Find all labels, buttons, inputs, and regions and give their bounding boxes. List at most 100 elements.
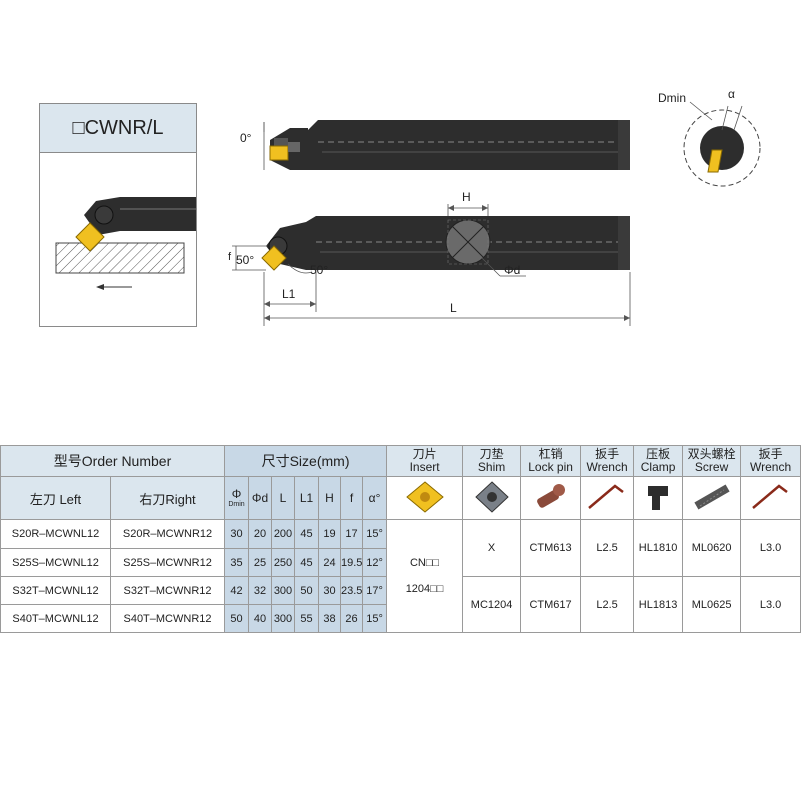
table-row: S32T–MCWNL12 S32T–MCWNR12 42 32 300 50 3… [0,576,801,633]
size-cell: 20 [248,519,272,549]
feed-arrow-icon [96,284,132,290]
l1-dimension [263,270,317,326]
lock-pin-a: CTM613 [520,519,582,577]
size-col-h: H [318,476,341,520]
size-cell: 26 [340,604,363,633]
clamp-a: HL1810 [633,519,684,577]
size-cell: 45 [294,519,319,549]
wrench2-icon [740,476,801,520]
size-cell: 55 [294,604,319,633]
clamp-icon [633,476,684,520]
side-insert-icon [261,245,287,271]
dmin-insert-icon [707,149,723,173]
phi-d-label: Φd [504,263,520,277]
top-insert-icon [269,145,289,161]
size-cell: 50 [294,576,319,605]
size-cell: 300 [271,576,295,605]
left-order: S25S–MCWNL12 [0,548,111,577]
dmin-detail: Dmin α [658,87,761,187]
l-label: L [450,301,457,315]
size-cell: 19.5 [340,548,363,577]
size-cell: 17 [340,519,363,549]
size-cell: 35 [224,548,249,577]
l-dimension [264,272,631,326]
size-col-l1: L1 [294,476,319,520]
angle-right-label: 50° [310,263,328,277]
wrench-a: L2.5 [580,519,635,577]
size-cell: 30 [224,519,249,549]
right-order: S20R–MCWNR12 [110,519,225,549]
shim-a: X [462,519,522,577]
size-col-alpha: α° [361,476,388,520]
table-row: S40T–MCWNL12 S40T–MCWNR12 50 40 300 55 3… [0,604,801,633]
size-cell: 50 [224,604,249,633]
order-number-header: 型号Order Number [0,445,225,477]
right-header: 右刀Right [110,476,225,520]
angle-top-label: 0° [240,131,252,145]
wrench2-a: L3.0 [740,519,801,577]
lock-pin-b: CTM617 [520,576,582,633]
right-order: S40T–MCWNR12 [110,604,225,633]
f-dimension [232,245,266,271]
l1-label: L1 [282,287,296,301]
type-box: □CWNR/L [39,103,197,327]
h-label: H [462,190,471,204]
size-cell: 45 [294,548,319,577]
size-cell: 200 [271,519,295,549]
workpiece [55,242,185,274]
size-cell: 250 [271,548,295,577]
clamp-b: HL1813 [633,576,684,633]
size-col-f: f [340,476,363,520]
size-cell: 12° [361,548,388,577]
left-order: S40T–MCWNL12 [0,604,111,633]
size-cell: 23.5 [340,576,363,605]
size-cell: 38 [318,604,341,633]
size-col-phid: Φd [248,476,272,520]
size-cell: 30 [318,576,341,605]
angle-left-label: 50° [236,253,254,267]
shim-b: MC1204 [462,576,522,633]
lock-pin-icon [520,476,582,520]
insert-icon [386,476,464,520]
size-col-l: L [271,476,295,520]
left-header: 左刀 Left [0,476,111,520]
mini-tool-bar [75,197,196,252]
mini-insert-icon [75,222,105,252]
size-cell: 19 [318,519,341,549]
wrench2-b: L3.0 [740,576,801,633]
tool-drawing: 0° H Φd f 50° 50° [228,120,631,326]
right-order: S25S–MCWNR12 [110,548,225,577]
f-label: f [228,251,232,263]
screw-a: ML0620 [682,519,742,577]
table-row: S20R–MCWNL12 S20R–MCWNR12 30 20 200 45 1… [0,519,801,633]
screw-icon [682,476,742,520]
size-cell: 300 [271,604,295,633]
size-header: 尺寸Size(mm) [223,445,388,477]
tool-top-view [263,120,630,170]
type-box-title: □CWNR/L [40,104,196,153]
size-cell: 42 [224,576,249,605]
size-cell: 25 [248,548,272,577]
size-cell: 15° [361,519,388,549]
cross-section [445,219,526,277]
boring-detail-illustration [55,197,196,290]
screw-b: ML0625 [682,576,742,633]
size-cell: 24 [318,548,341,577]
left-order: S32T–MCWNL12 [0,576,111,605]
size-cell: 32 [248,576,272,605]
size-cell: 17° [361,576,388,605]
size-cell: 15° [361,604,388,633]
dmin-label: Dmin [658,91,686,105]
shim-icon [462,476,522,520]
left-order: S20R–MCWNL12 [0,519,111,549]
right-order: S32T–MCWNR12 [110,576,225,605]
